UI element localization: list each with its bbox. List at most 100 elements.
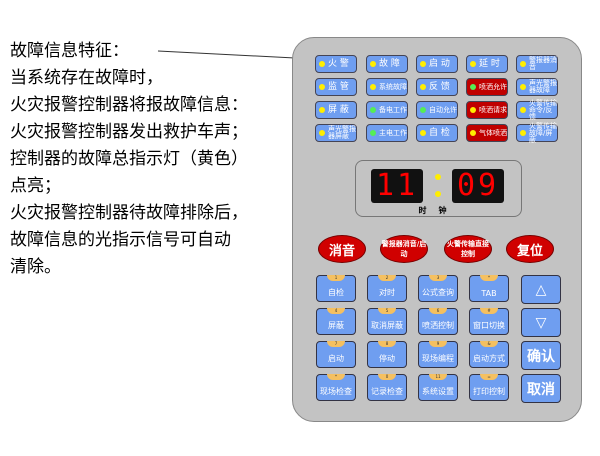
key-number: &: [480, 341, 498, 347]
indicator-label: 喷洒允许: [479, 82, 507, 91]
indicator-label: 气体喷洒: [479, 128, 507, 137]
indicator-light: 警报器消音: [516, 55, 558, 73]
key-label: 屏蔽: [328, 321, 344, 330]
key-number: 9: [429, 341, 447, 347]
indicator-label: 火警传输命令/反馈: [529, 98, 557, 121]
led-icon: [370, 130, 376, 136]
description-line: 故障信息的光指示信号可自动: [10, 230, 231, 250]
keypad-key[interactable]: 2 对时: [367, 275, 407, 302]
key-label: 窗口切换: [473, 321, 505, 330]
description-line: 火灾报警控制器发出救护车声；: [10, 122, 248, 142]
indicator-label: 系统故障: [379, 82, 407, 91]
led-icon: [470, 130, 476, 136]
clock-display: 11 09 时钟: [355, 160, 522, 217]
clock-minutes: 09: [452, 169, 504, 203]
indicator-light: 启 动: [416, 55, 458, 73]
indicator-label: 喷洒请求: [479, 105, 507, 114]
key-number: *: [480, 275, 498, 281]
description-line: 火灾报警控制器将报故障信息：: [10, 95, 248, 115]
indicator-label: 备电工作: [379, 105, 407, 114]
keypad-key[interactable]: 3 公式查询: [418, 275, 458, 302]
up-arrow-button[interactable]: △: [521, 275, 561, 304]
fault-description: 故障信息特征： 当系统存在故障时， 火灾报警控制器将报故障信息： 火灾报警控制器发出救…: [10, 38, 300, 281]
led-icon: [420, 107, 426, 113]
round-button[interactable]: 消音: [318, 235, 366, 263]
key-number: 3: [429, 275, 447, 281]
key-label: TAB: [481, 289, 497, 298]
indicator-light: 火警传输命令/反馈: [516, 98, 558, 121]
led-icon: [470, 84, 476, 90]
key-label: 对时: [379, 288, 395, 297]
indicator-light: 声光警报器屏蔽: [315, 124, 357, 142]
key-label: 自检: [328, 288, 344, 297]
keypad-key[interactable]: *现场检查: [316, 374, 356, 401]
key-label: 记录检查: [371, 387, 403, 396]
indicator-light: 主电工作: [366, 124, 408, 142]
key-number: 4: [327, 308, 345, 314]
keypad-key[interactable]: * TAB: [469, 275, 509, 302]
led-icon: [420, 84, 426, 90]
led-icon: [470, 61, 476, 67]
cancel-button[interactable]: 取消: [521, 374, 561, 403]
keypad-key[interactable]: &启动方式: [469, 341, 509, 368]
description-line: 控制器的故障总指示灯（黄色）: [10, 149, 248, 169]
indicator-label: 警报器消音: [529, 56, 557, 71]
indicator-light: 反 馈: [416, 78, 458, 96]
key-label: 系统设置: [422, 387, 454, 396]
indicator-light: 喷洒允许: [466, 78, 508, 96]
led-icon: [520, 107, 526, 113]
indicator-light: 喷洒请求: [466, 101, 508, 119]
led-icon: [370, 84, 376, 90]
indicator-label: 监 管: [328, 81, 349, 92]
led-icon: [470, 107, 476, 113]
led-icon: [370, 107, 376, 113]
indicator-light: 声光警报器故障: [516, 78, 558, 96]
indicator-label: 故 障: [379, 58, 400, 69]
indicator-label: 火警传输故障/屏蔽: [529, 121, 557, 144]
key-label: 打印控制: [473, 387, 505, 396]
keypad-key[interactable]: =打印控制: [469, 374, 509, 401]
keypad-key[interactable]: #窗口切换: [469, 308, 509, 335]
indicator-label: 自 检: [429, 127, 450, 138]
indicator-label: 启 动: [429, 58, 450, 69]
keypad-key[interactable]: 4 屏蔽: [316, 308, 356, 335]
description-line: 当系统存在故障时，: [10, 68, 163, 88]
round-button[interactable]: 火警传输直接控制: [444, 235, 492, 263]
down-arrow-button[interactable]: ▽: [521, 308, 561, 337]
indicator-label: 反 馈: [429, 81, 450, 92]
key-label: 公式查询: [422, 288, 454, 297]
confirm-button[interactable]: 确认: [521, 341, 561, 370]
clock-label: 时钟: [418, 206, 459, 215]
indicator-light: 自动允许: [416, 101, 458, 119]
key-number: 7: [327, 341, 345, 347]
indicator-light: 气体喷洒: [466, 124, 508, 142]
led-icon: [319, 130, 325, 136]
key-number: *: [327, 374, 345, 380]
round-button[interactable]: 警报器消音/启动: [380, 235, 428, 263]
indicator-light: 备电工作: [366, 101, 408, 119]
led-icon: [520, 130, 526, 136]
indicator-label: 主电工作: [379, 128, 407, 137]
led-icon: [370, 61, 376, 67]
indicator-label: 声光警报器屏蔽: [328, 125, 356, 140]
indicator-label: 屏 蔽: [328, 104, 349, 115]
round-button[interactable]: 复位: [506, 235, 554, 263]
colon-dot: [435, 191, 441, 197]
key-label: 喷洒控制: [422, 321, 454, 330]
description-line: 火灾报警控制器待故障排除后，: [10, 203, 248, 223]
led-icon: [420, 61, 426, 67]
led-icon: [319, 84, 325, 90]
indicator-label: 声光警报器故障: [529, 79, 557, 94]
key-number: 8: [378, 341, 396, 347]
description-line: 故障信息特征：: [10, 41, 129, 61]
key-number: 2: [378, 275, 396, 281]
indicator-light: 故 障: [366, 55, 408, 73]
